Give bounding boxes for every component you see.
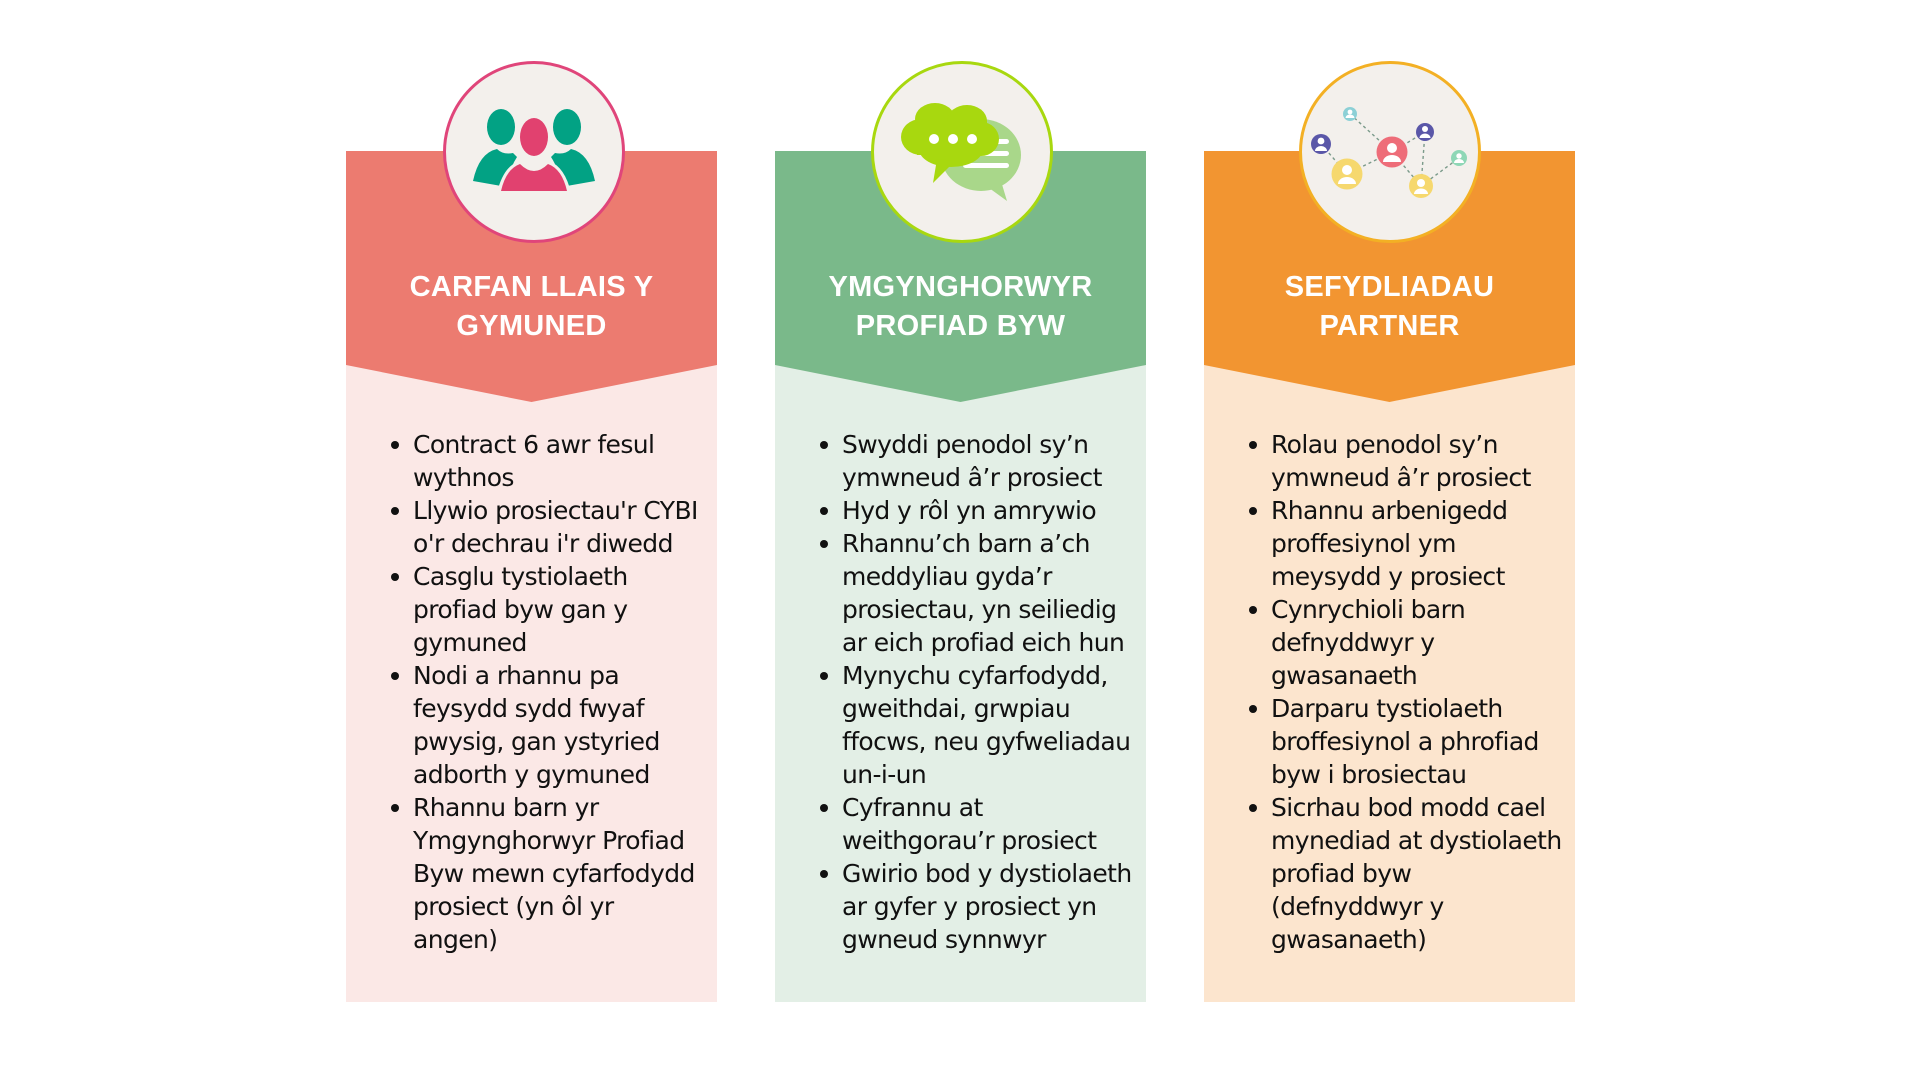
- people-group-icon: [473, 109, 595, 193]
- card-title-line: SEFYDLIADAU: [1284, 271, 1495, 303]
- list-item: Nodi a rhannu pa feysydd sydd fwyaf pwys…: [391, 659, 703, 791]
- list-item: Hyd y rôl yn amrywio: [820, 494, 1140, 527]
- card-list: Rolau penodol sy’n ymwneud â’r prosiect …: [1249, 428, 1569, 956]
- list-item: Swyddi penodol sy’n ymwneud â’r prosiect: [820, 428, 1140, 494]
- card-header-banner: [1204, 151, 1575, 402]
- list-item: Llywio prosiectau'r CYBI o'r dechrau i'r…: [391, 494, 703, 560]
- card-community-voice: CARFAN LLAIS Y GYMUNED Contract 6 awr fe…: [346, 151, 717, 1002]
- card-title-line: PARTNER: [1319, 310, 1460, 342]
- card-header-banner: [346, 151, 717, 402]
- list-item: Cynrychioli barn defnyddwyr y gwasanaeth: [1249, 593, 1569, 692]
- list-item: Darparu tystiolaeth broffesiynol a phrof…: [1249, 692, 1569, 791]
- list-item: Rolau penodol sy’n ymwneud â’r prosiect: [1249, 428, 1569, 494]
- card-partner-organisations: SEFYDLIADAU PARTNER Rolau penodol sy’n y…: [1204, 151, 1575, 1002]
- network-node: [1416, 123, 1434, 141]
- chat-bubbles-icon: [901, 103, 1021, 201]
- card-header-banner: [775, 151, 1146, 402]
- list-item: Rhannu arbenigedd proffesiynol ym meysyd…: [1249, 494, 1569, 593]
- card-title: CARFAN LLAIS Y GYMUNED: [346, 268, 717, 346]
- list-item: Mynychu cyfarfodydd, gweithdai, grwpiau …: [820, 659, 1140, 791]
- network-node: [1311, 134, 1331, 154]
- card-list: Swyddi penodol sy’n ymwneud â’r prosiect…: [820, 428, 1140, 956]
- card-title: SEFYDLIADAU PARTNER: [1204, 268, 1575, 346]
- icon-badge-community: [443, 61, 625, 243]
- card-title-line: PROFIAD BYW: [855, 310, 1066, 342]
- list-item: Rhannu’ch barn a’ch meddyliau gyda’r pro…: [820, 527, 1140, 659]
- list-item: Sicrhau bod modd cael mynediad at dystio…: [1249, 791, 1569, 956]
- list-item: Rhannu barn yr Ymgynghorwyr Profiad Byw …: [391, 791, 703, 956]
- network-node: [1409, 174, 1433, 198]
- list-item: Contract 6 awr fesul wythnos: [391, 428, 703, 494]
- network-node: [1331, 158, 1363, 190]
- network-people-icon: [1311, 107, 1467, 198]
- network-node: [1451, 150, 1467, 166]
- icon-badge-advisors: [871, 61, 1053, 243]
- list-item: Cyfrannu at weithgorau’r prosiect: [820, 791, 1140, 857]
- card-title-line: GYMUNED: [456, 310, 607, 342]
- card-title-line: YMGYNGHORWYR: [828, 271, 1093, 303]
- network-node: [1343, 107, 1357, 121]
- card-list: Contract 6 awr fesul wythnos Llywio pros…: [391, 428, 703, 956]
- card-title-line: CARFAN LLAIS Y: [409, 271, 654, 303]
- icon-badge-partners: [1299, 61, 1481, 243]
- network-node: [1376, 136, 1408, 168]
- list-item: Casglu tystiolaeth profiad byw gan y gym…: [391, 560, 703, 659]
- list-item: Gwirio bod y dystiolaeth ar gyfer y pros…: [820, 857, 1140, 956]
- card-lived-experience-advisors: YMGYNGHORWYR PROFIAD BYW Swyddi penodol …: [775, 151, 1146, 1002]
- card-title: YMGYNGHORWYR PROFIAD BYW: [775, 268, 1146, 346]
